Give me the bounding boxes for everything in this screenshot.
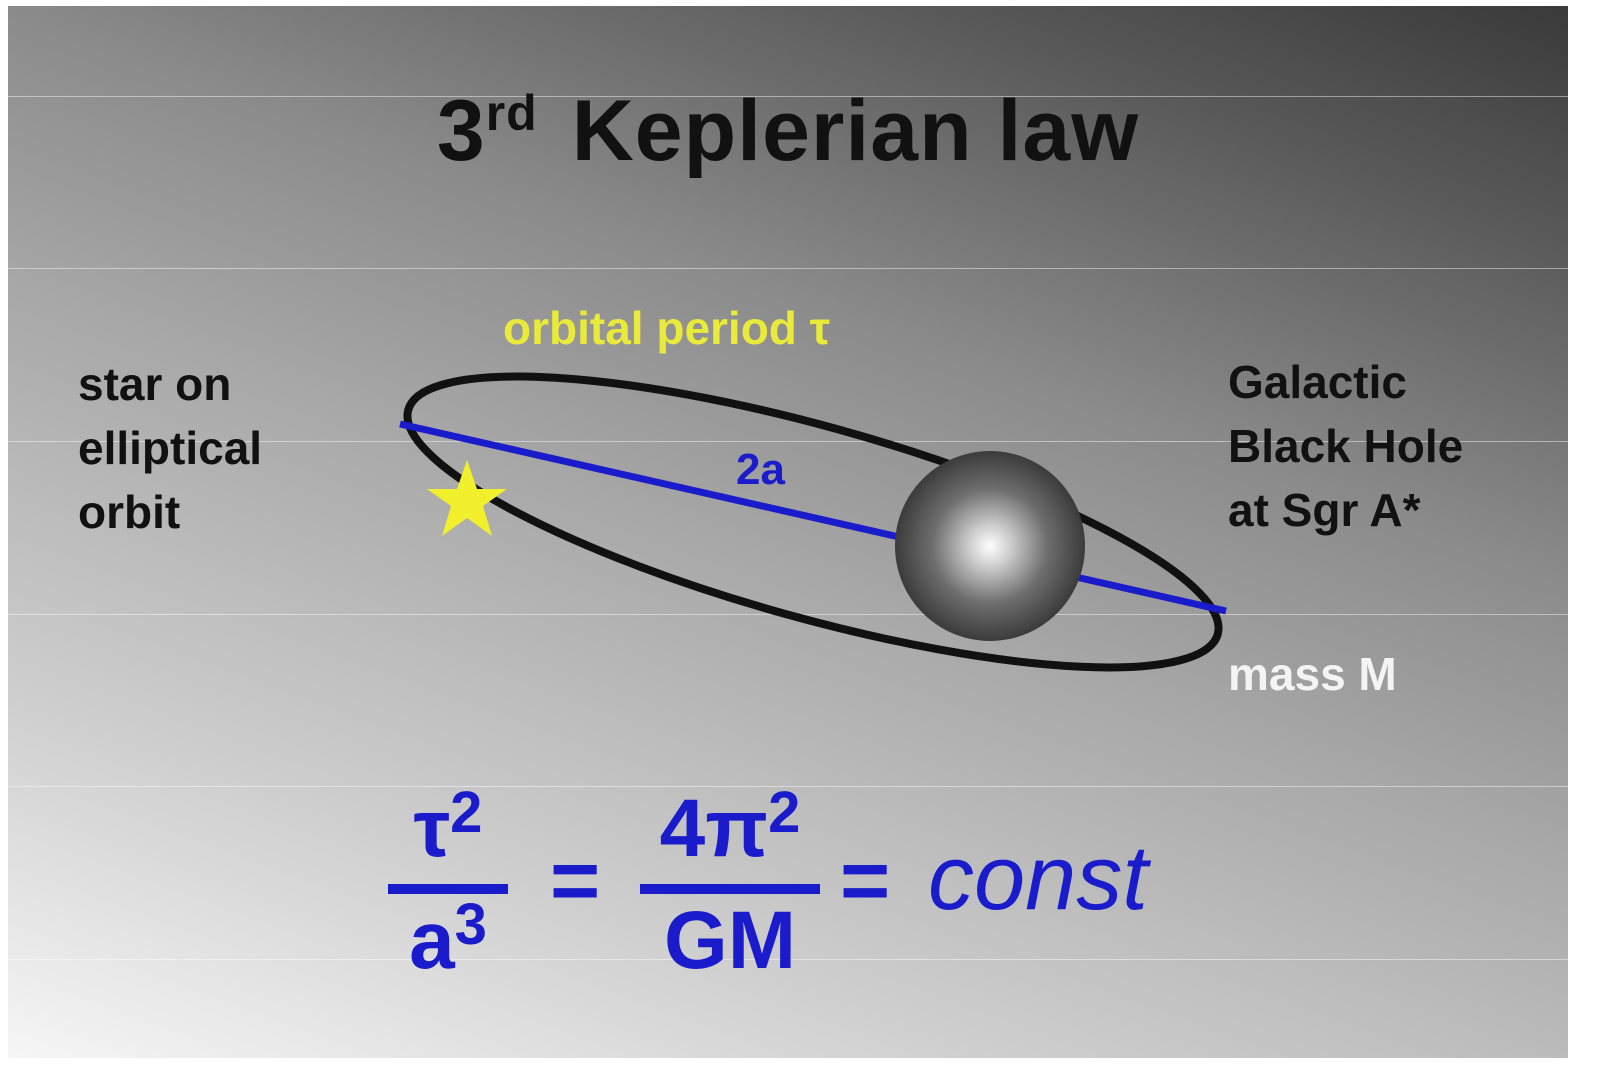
elliptical-orbit	[383, 317, 1244, 726]
fraction-bar	[388, 884, 508, 894]
mass-label: mass M	[1228, 642, 1397, 706]
fraction-2-denominator: GM	[640, 898, 820, 984]
black-hole-label-line-1: Galactic	[1228, 350, 1463, 414]
star-label-line-3: orbit	[78, 480, 262, 544]
fraction-4pi-over-gm: 4π2 GM	[640, 786, 820, 984]
fraction-1-denominator: a3	[388, 898, 508, 992]
star-label-line-1: star on	[78, 352, 262, 416]
fraction-bar	[640, 884, 820, 894]
const-text: const	[928, 832, 1148, 924]
equals-sign-1: =	[550, 838, 600, 924]
black-hole-label-line-2: Black Hole	[1228, 414, 1463, 478]
equals-sign-2: =	[840, 838, 890, 924]
four-pi: 4π	[660, 783, 768, 874]
star-label-line-2: elliptical	[78, 416, 262, 480]
exponent: 2	[450, 780, 482, 845]
star-label: star on elliptical orbit	[78, 352, 262, 544]
fraction-2-numerator: 4π2	[640, 786, 820, 880]
black-hole-sphere	[895, 451, 1085, 641]
fraction-1-numerator: τ2	[388, 786, 508, 880]
fraction-tau-over-a: τ2 a3	[388, 786, 508, 992]
tau-symbol: τ	[414, 783, 451, 874]
major-axis-label: 2a	[736, 438, 785, 502]
orbital-period-label: orbital period τ	[503, 296, 830, 360]
black-hole-label: Galactic Black Hole at Sgr A*	[1228, 350, 1463, 542]
exponent: 3	[455, 892, 487, 957]
exponent: 2	[768, 780, 800, 845]
black-hole-label-line-3: at Sgr A*	[1228, 478, 1463, 542]
a-symbol: a	[409, 895, 455, 986]
